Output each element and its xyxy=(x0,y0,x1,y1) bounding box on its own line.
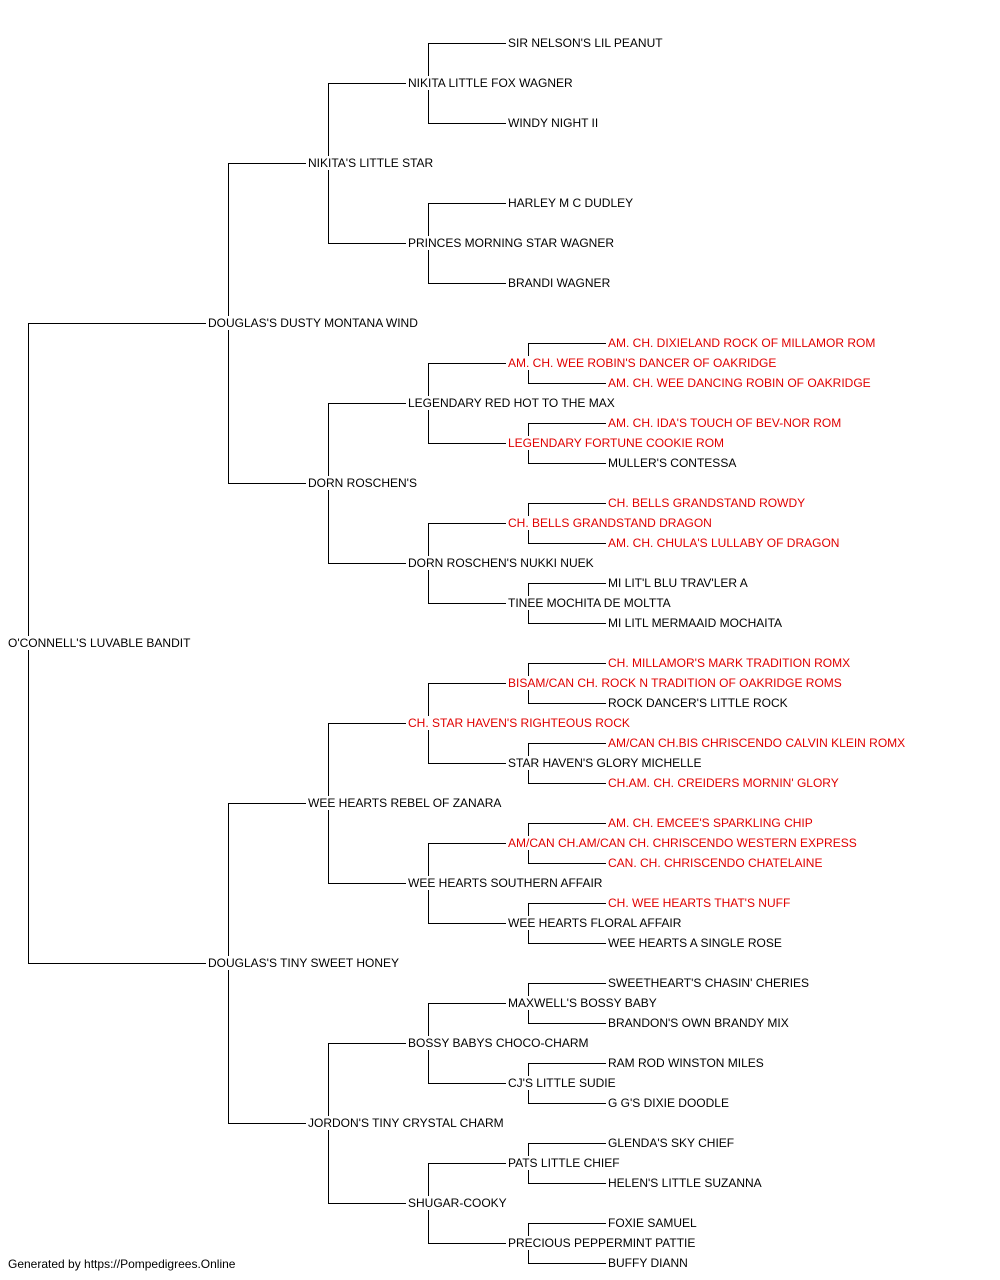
ancestor-name: SIR NELSON'S LIL PEANUT xyxy=(508,36,664,50)
ancestor-name: AM. CH. EMCEE'S SPARKLING CHIP xyxy=(608,816,814,830)
ancestor-name: WEE HEARTS REBEL OF ZANARA xyxy=(308,796,503,810)
ancestor-name: GLENDA'S SKY CHIEF xyxy=(608,1136,736,1150)
ancestor-name: CH. WEE HEARTS THAT'S NUFF xyxy=(608,896,792,910)
ancestor-name: RAM ROD WINSTON MILES xyxy=(608,1056,765,1070)
ancestor-name: DOUGLAS'S DUSTY MONTANA WIND xyxy=(208,316,419,330)
ancestor-name: G G'S DIXIE DOODLE xyxy=(608,1096,730,1110)
ancestor-name: SWEETHEART'S CHASIN' CHERIES xyxy=(608,976,811,990)
ancestor-name: CH. BELLS GRANDSTAND ROWDY xyxy=(608,496,807,510)
ancestor-name: TINEE MOCHITA DE MOLTTA xyxy=(508,596,672,610)
subject-dog-name: O'CONNELL'S LUVABLE BANDIT xyxy=(8,636,192,650)
ancestor-name: WEE HEARTS FLORAL AFFAIR xyxy=(508,916,683,930)
ancestor-name: BOSSY BABYS CHOCO-CHARM xyxy=(408,1036,590,1050)
ancestor-name: STAR HAVEN'S GLORY MICHELLE xyxy=(508,756,703,770)
ancestor-name: AM. CH. WEE DANCING ROBIN OF OAKRIDGE xyxy=(608,376,872,390)
ancestor-name: CH. BELLS GRANDSTAND DRAGON xyxy=(508,516,713,530)
ancestor-name: ROCK DANCER'S LITTLE ROCK xyxy=(608,696,789,710)
ancestor-name: BRANDON'S OWN BRANDY MIX xyxy=(608,1016,790,1030)
ancestor-name: MULLER'S CONTESSA xyxy=(608,456,738,470)
ancestor-name: PRECIOUS PEPPERMINT PATTIE xyxy=(508,1236,697,1250)
ancestor-name: CH. MILLAMOR'S MARK TRADITION ROMX xyxy=(608,656,852,670)
ancestor-name: NIKITA LITTLE FOX WAGNER xyxy=(408,76,574,90)
ancestor-name: AM. CH. CHULA'S LULLABY OF DRAGON xyxy=(608,536,841,550)
ancestor-name: DOUGLAS'S TINY SWEET HONEY xyxy=(208,956,401,970)
ancestor-name: AM. CH. WEE ROBIN'S DANCER OF OAKRIDGE xyxy=(508,356,778,370)
ancestor-name: SHUGAR-COOKY xyxy=(408,1196,508,1210)
ancestor-name: FOXIE SAMUEL xyxy=(608,1216,698,1230)
ancestor-name: AM. CH. IDA'S TOUCH OF BEV-NOR ROM xyxy=(608,416,843,430)
ancestor-name: HELEN'S LITTLE SUZANNA xyxy=(608,1176,763,1190)
ancestor-name: PATS LITTLE CHIEF xyxy=(508,1156,621,1170)
ancestor-name: LEGENDARY RED HOT TO THE MAX xyxy=(408,396,616,410)
ancestor-name: MI LIT'L BLU TRAV'LER A xyxy=(608,576,749,590)
ancestor-name: AM/CAN CH.BIS CHRISCENDO CALVIN KLEIN RO… xyxy=(608,736,907,750)
ancestor-name: HARLEY M C DUDLEY xyxy=(508,196,635,210)
ancestor-name: AM/CAN CH.AM/CAN CH. CHRISCENDO WESTERN … xyxy=(508,836,858,850)
generated-by-footer: Generated by https://Pompedigrees.Online xyxy=(8,1257,236,1271)
ancestor-name: DORN ROSCHEN'S xyxy=(308,476,418,490)
ancestor-name: WEE HEARTS A SINGLE ROSE xyxy=(608,936,783,950)
ancestor-name: CJ'S LITTLE SUDIE xyxy=(508,1076,617,1090)
ancestor-name: DORN ROSCHEN'S NUKKI NUEK xyxy=(408,556,595,570)
ancestor-name: WEE HEARTS SOUTHERN AFFAIR xyxy=(408,876,604,890)
ancestor-name: LEGENDARY FORTUNE COOKIE ROM xyxy=(508,436,726,450)
ancestor-name: BUFFY DIANN xyxy=(608,1256,689,1270)
ancestor-name: NIKITA'S LITTLE STAR xyxy=(308,156,435,170)
ancestor-name: PRINCES MORNING STAR WAGNER xyxy=(408,236,616,250)
ancestor-name: JORDON'S TINY CRYSTAL CHARM xyxy=(308,1116,505,1130)
ancestor-name: CH. STAR HAVEN'S RIGHTEOUS ROCK xyxy=(408,716,631,730)
ancestor-name: WINDY NIGHT II xyxy=(508,116,600,130)
ancestor-name: AM. CH. DIXIELAND ROCK OF MILLAMOR ROM xyxy=(608,336,877,350)
ancestor-name: MAXWELL'S BOSSY BABY xyxy=(508,996,658,1010)
ancestor-name: MI LITL MERMAAID MOCHAITA xyxy=(608,616,784,630)
ancestor-name: CAN. CH. CHRISCENDO CHATELAINE xyxy=(608,856,824,870)
ancestor-name: BISAM/CAN CH. ROCK N TRADITION OF OAKRID… xyxy=(508,676,843,690)
ancestor-name: BRANDI WAGNER xyxy=(508,276,612,290)
ancestor-name: CH.AM. CH. CREIDERS MORNIN' GLORY xyxy=(608,776,840,790)
